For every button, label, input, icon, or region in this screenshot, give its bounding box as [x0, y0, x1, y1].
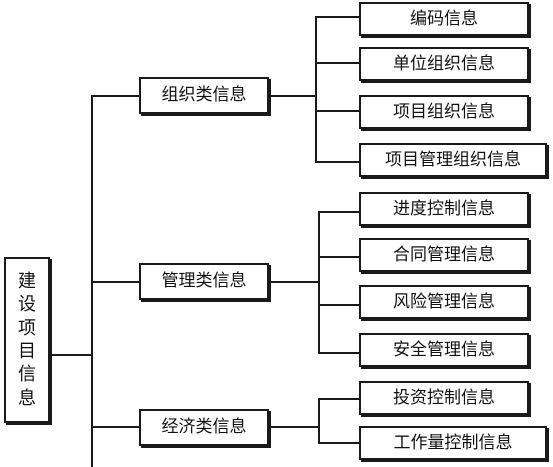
category-node-organization: 组织类信息: [139, 77, 269, 114]
root-node: 建 设 项 目 信 息: [4, 257, 50, 423]
leaf-label: 项目管理组织信息: [385, 149, 521, 170]
category-to-branch: [269, 95, 316, 97]
branch-trunk: [315, 16, 317, 163]
leaf-connector: [315, 161, 359, 163]
leaf-label: 安全管理信息: [393, 339, 495, 360]
leaf-connector: [318, 304, 359, 306]
category-connector: [91, 426, 139, 428]
category-label: 管理类信息: [161, 271, 247, 291]
category-connector: [91, 281, 139, 283]
leaf-connector: [318, 398, 359, 400]
leaf-connector: [315, 16, 359, 18]
category-node-management: 管理类信息: [139, 263, 269, 300]
leaf-node: 投资控制信息: [359, 381, 529, 415]
leaf-label: 项目组织信息: [393, 101, 495, 122]
root-char: 息: [18, 387, 36, 409]
leaf-connector: [318, 256, 359, 258]
leaf-node: 进度控制信息: [359, 192, 529, 226]
branch-trunk: [318, 398, 320, 443]
root-char: 项: [18, 317, 36, 339]
root-char: 建: [18, 270, 36, 292]
leaf-label: 风险管理信息: [393, 291, 495, 312]
root-char: 信: [18, 364, 36, 386]
leaf-connector: [315, 62, 359, 64]
leaf-connector: [315, 110, 359, 112]
leaf-connector: [318, 352, 359, 354]
category-to-branch: [269, 281, 319, 283]
leaf-node: 工作量控制信息: [359, 426, 547, 460]
category-label: 经济类信息: [161, 417, 247, 437]
leaf-node: 编码信息: [359, 2, 529, 36]
category-connector: [91, 95, 139, 97]
category-label: 组织类信息: [161, 85, 247, 105]
leaf-connector: [318, 442, 359, 444]
root-char: 目: [18, 341, 36, 362]
leaf-node: 项目管理组织信息: [359, 143, 547, 177]
leaf-label: 单位组织信息: [393, 53, 495, 74]
leaf-node: 风险管理信息: [359, 285, 529, 319]
category-node-economic: 经济类信息: [139, 409, 269, 446]
leaf-node: 合同管理信息: [359, 238, 529, 272]
leaf-label: 编码信息: [410, 8, 478, 29]
category-to-branch: [269, 426, 319, 428]
root-connector: [50, 354, 92, 356]
leaf-label: 进度控制信息: [393, 198, 495, 219]
leaf-connector: [318, 211, 359, 213]
leaf-label: 合同管理信息: [393, 244, 495, 265]
leaf-node: 项目组织信息: [359, 95, 529, 129]
leaf-label: 工作量控制信息: [393, 432, 513, 453]
leaf-node: 安全管理信息: [359, 333, 529, 367]
leaf-node: 单位组织信息: [359, 47, 529, 81]
root-char: 设: [18, 294, 36, 316]
leaf-label: 投资控制信息: [393, 387, 495, 408]
branch-trunk: [318, 211, 320, 353]
